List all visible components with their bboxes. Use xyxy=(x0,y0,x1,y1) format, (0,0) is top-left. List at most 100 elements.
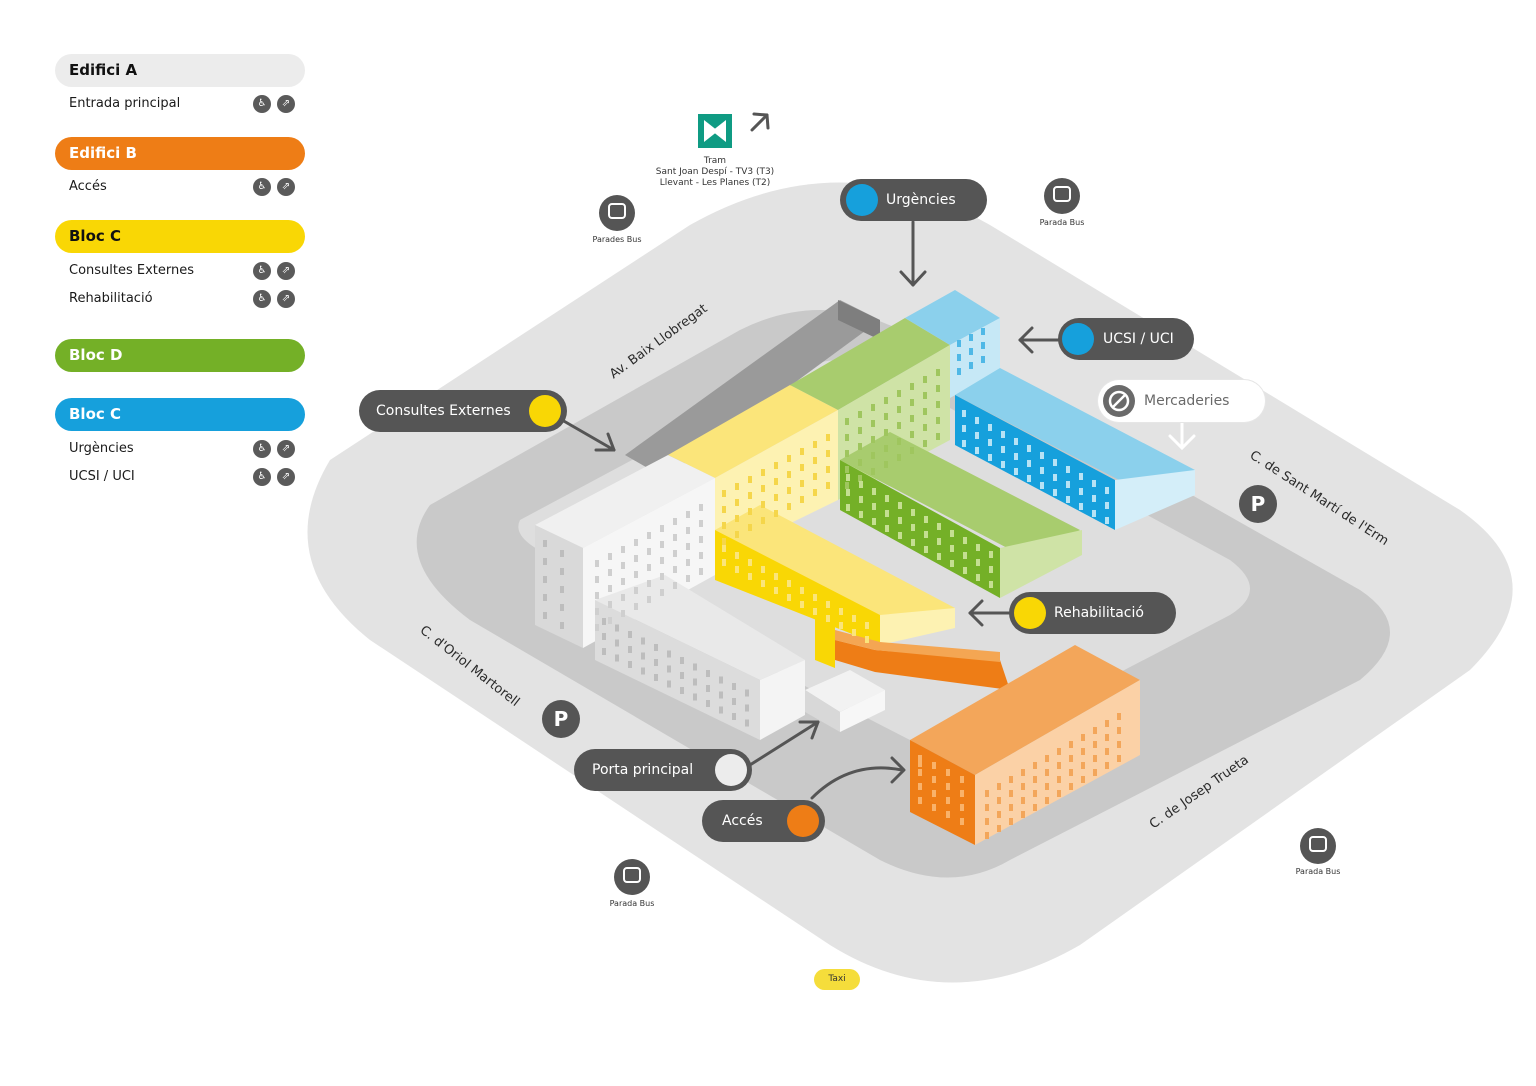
window xyxy=(543,594,547,601)
window xyxy=(1069,755,1073,762)
window xyxy=(1069,783,1073,790)
window xyxy=(1001,461,1005,468)
window xyxy=(858,443,862,450)
window xyxy=(1001,431,1005,438)
grey-plinth xyxy=(625,300,880,478)
window xyxy=(615,624,619,632)
legend-item-rehabilitacio: Rehabilitació ♿ ⇗ xyxy=(69,288,299,310)
window xyxy=(1033,804,1037,811)
window xyxy=(884,397,888,404)
window xyxy=(719,706,723,714)
window xyxy=(699,520,703,527)
window xyxy=(560,604,564,611)
window xyxy=(641,652,645,660)
window xyxy=(936,369,940,376)
window xyxy=(774,573,778,580)
window xyxy=(699,504,703,511)
window xyxy=(884,429,888,436)
window xyxy=(1009,776,1013,783)
window xyxy=(1105,502,1109,509)
callout-ucsi-uci[interactable]: UCSI / UCI xyxy=(1058,318,1194,360)
window xyxy=(595,576,599,583)
window xyxy=(859,496,863,503)
window xyxy=(1069,769,1073,776)
window xyxy=(858,459,862,466)
parking-icon: P xyxy=(542,700,580,738)
consultes-color-dot xyxy=(529,395,561,427)
window xyxy=(761,469,765,476)
window xyxy=(628,646,632,653)
callout-consultes-externes[interactable]: Consultes Externes xyxy=(359,390,567,432)
window xyxy=(654,644,658,651)
callout-rehabilitacio[interactable]: Rehabilitació xyxy=(1009,592,1176,634)
window xyxy=(748,524,752,531)
window xyxy=(976,574,980,581)
window xyxy=(898,502,902,509)
window xyxy=(800,587,804,594)
grey-lower-front xyxy=(595,600,760,740)
window xyxy=(845,418,849,425)
window xyxy=(1057,776,1061,783)
window xyxy=(722,506,726,513)
callout-mercaderies[interactable]: Mercaderies xyxy=(1098,380,1265,422)
window xyxy=(981,356,985,363)
window xyxy=(858,411,862,418)
window xyxy=(774,510,778,517)
window xyxy=(1093,769,1097,776)
window xyxy=(884,461,888,468)
window xyxy=(735,552,739,559)
window xyxy=(988,439,992,446)
window xyxy=(595,608,599,615)
window xyxy=(621,578,625,585)
window xyxy=(1027,445,1031,452)
window xyxy=(1027,460,1031,467)
window xyxy=(634,555,638,562)
window xyxy=(787,503,791,510)
window xyxy=(774,462,778,469)
window xyxy=(706,685,710,692)
window xyxy=(673,566,677,573)
window xyxy=(960,776,964,783)
porta-arrow xyxy=(740,720,820,772)
wheelchair-icon: ♿ xyxy=(253,95,271,113)
window xyxy=(1033,776,1037,783)
window xyxy=(660,573,664,580)
wheelchair-icon: ♿ xyxy=(253,440,271,458)
bloc-d-green-lower-side xyxy=(840,460,1000,598)
window xyxy=(602,648,606,655)
window xyxy=(673,534,677,541)
window xyxy=(608,585,612,592)
window xyxy=(706,670,710,677)
callout-porta-principal[interactable]: Porta principal xyxy=(574,749,752,791)
window xyxy=(826,482,830,489)
rehab-roof xyxy=(715,505,955,632)
window xyxy=(602,633,606,640)
legend-item-urgencies: Urgències ♿ ⇗ xyxy=(69,438,299,460)
window xyxy=(865,636,869,643)
window xyxy=(735,483,739,490)
window xyxy=(910,447,914,454)
window xyxy=(1081,748,1085,755)
window xyxy=(981,342,985,349)
window xyxy=(872,503,876,510)
window xyxy=(621,594,625,601)
window xyxy=(647,532,651,539)
window xyxy=(722,490,726,497)
window xyxy=(1092,495,1096,502)
callout-acces[interactable]: Accés xyxy=(702,800,825,842)
bus-stop-label: Parada Bus xyxy=(1295,867,1341,876)
window xyxy=(937,523,941,530)
window xyxy=(918,755,922,762)
window xyxy=(839,622,843,629)
window xyxy=(884,413,888,420)
window xyxy=(976,544,980,551)
window xyxy=(680,687,684,694)
window xyxy=(787,487,791,494)
window xyxy=(800,601,804,608)
window xyxy=(813,489,817,496)
window xyxy=(960,818,964,825)
window xyxy=(1045,769,1049,776)
legend-edifici-a: Edifici A xyxy=(55,54,305,87)
callout-urgencies[interactable]: Urgències xyxy=(840,179,987,221)
window xyxy=(800,496,804,503)
